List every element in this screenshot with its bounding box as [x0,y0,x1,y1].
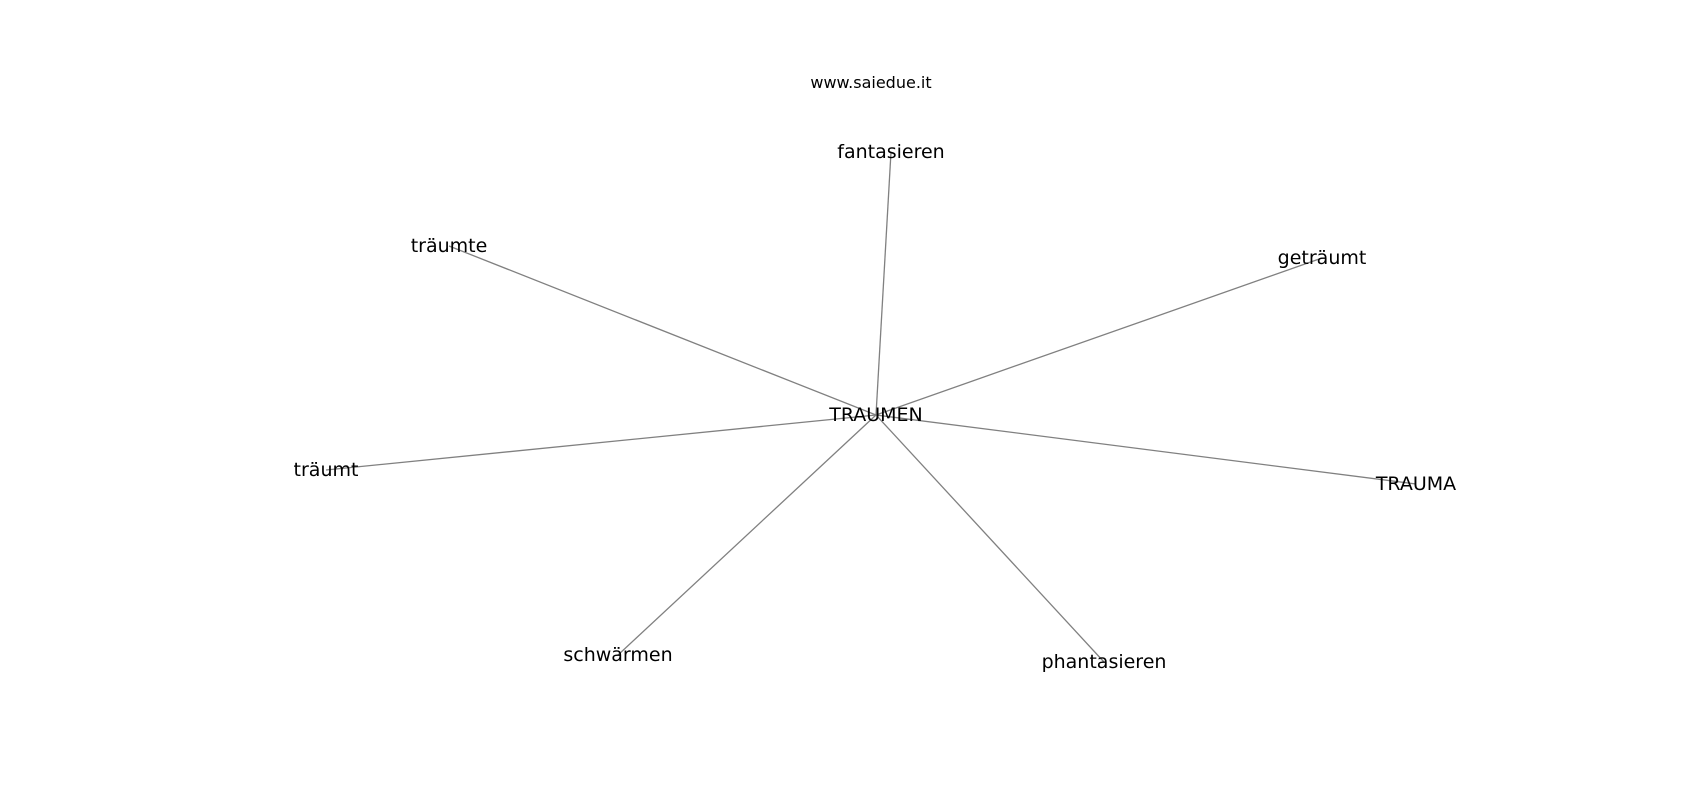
edge-traumen-traeumt [325,414,877,471]
center-node-label: TRAUMEN [828,404,923,426]
node-label-phantasieren: phantasieren [1042,651,1167,673]
edge-traumen-schwaermen [617,414,877,656]
node-label-trauma: TRAUMA [1375,473,1456,495]
edge-traumen-traeumte [448,245,877,416]
edge-traumen-trauma [875,414,1417,485]
node-label-traeumt: träumt [294,459,359,481]
node-label-fantasieren: fantasieren [837,141,944,163]
edge-traumen-phantasieren [875,414,1105,663]
edges-layer [325,151,1417,663]
site-watermark: www.saiedue.it [810,73,931,92]
node-label-getraeumt: geträumt [1278,247,1367,269]
edge-traumen-getraeumt [875,257,1323,416]
edge-traumen-fantasieren [875,151,892,416]
node-label-schwaermen: schwärmen [563,644,672,666]
node-label-traeumte: träumte [411,235,488,257]
